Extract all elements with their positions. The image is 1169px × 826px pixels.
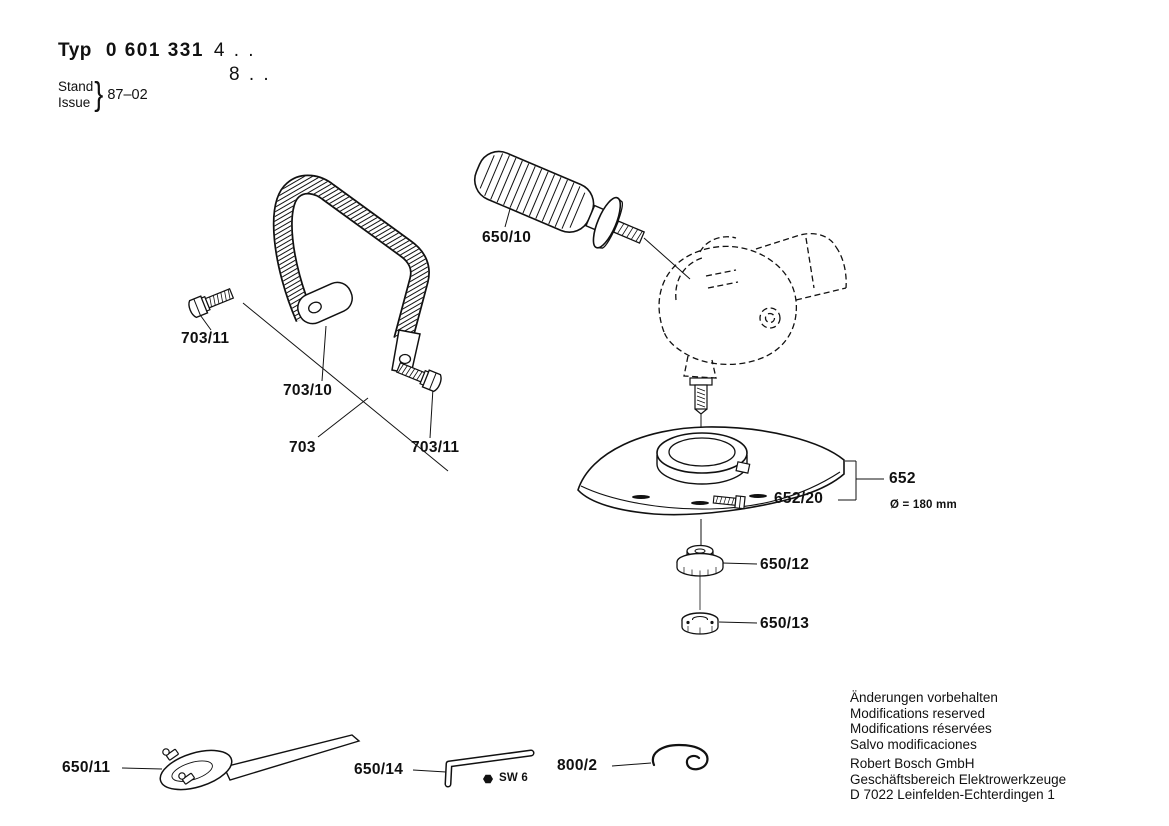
label-wire-clip: 800/2 bbox=[557, 757, 598, 774]
issue-date: 87–02 bbox=[107, 86, 148, 103]
label-hex-key: 650/14 bbox=[354, 761, 404, 778]
company-address: Robert Bosch GmbH Geschäftsbereich Elekt… bbox=[850, 756, 1066, 803]
stand-label: Stand bbox=[58, 79, 94, 94]
backing-flange-drawing bbox=[676, 544, 724, 577]
label-hex-key-size: SW 6 bbox=[499, 772, 528, 784]
hex-size-dot bbox=[483, 774, 493, 784]
notice-line: Modifications reserved bbox=[850, 705, 986, 721]
wire-clip-drawing bbox=[651, 743, 709, 771]
brace-glyph: } bbox=[94, 75, 104, 113]
handle-mounting-plate bbox=[297, 281, 353, 325]
issue-block: Stand Issue } 87–02 bbox=[58, 75, 148, 113]
label-backing-flange: 650/12 bbox=[760, 556, 810, 573]
typ-label: Typ bbox=[58, 40, 92, 61]
bolt-left-drawing bbox=[188, 288, 235, 319]
side-handle-drawing bbox=[473, 150, 646, 249]
issue-label: Issue bbox=[58, 94, 91, 110]
company-line: Robert Bosch GmbH bbox=[850, 756, 975, 771]
type-number-line1: Typ 0 601 331 4 . . bbox=[58, 40, 256, 62]
label-bolt-left: 703/11 bbox=[181, 330, 230, 347]
label-pin-spanner: 650/11 bbox=[62, 759, 111, 776]
label-handle-bracket: 703/10 bbox=[283, 382, 333, 399]
type-number: 0 601 331 bbox=[105, 40, 204, 61]
pin-spanner-drawing bbox=[159, 734, 361, 791]
notice-line: Modifications réservées bbox=[850, 721, 992, 736]
legal-notices: Änderungen vorbehalten Modifications res… bbox=[850, 690, 998, 752]
label-guard-diameter: Ø = 180 mm bbox=[890, 499, 957, 511]
guard-screw-drawing bbox=[712, 495, 746, 510]
bail-handle-drawing bbox=[272, 174, 430, 375]
clamping-nut-drawing bbox=[681, 612, 719, 635]
company-line: Geschäftsbereich Elektrowerkzeuge bbox=[850, 771, 1067, 787]
label-guard: 652 bbox=[889, 470, 916, 487]
label-handle-assembly: 703 bbox=[289, 439, 316, 456]
bolt-right-drawing bbox=[395, 362, 442, 393]
label-side-handle: 650/10 bbox=[482, 229, 532, 246]
label-guard-screw: 652/20 bbox=[774, 490, 824, 507]
grinder-head-drawing bbox=[658, 232, 847, 415]
notice-line: Salvo modificaciones bbox=[850, 736, 977, 752]
notice-line: Änderungen vorbehalten bbox=[850, 690, 998, 705]
hex-key-drawing bbox=[444, 749, 535, 788]
label-bolt-right: 703/11 bbox=[411, 439, 460, 456]
type-number-line2: 8 . . bbox=[229, 64, 271, 85]
guard-drawing bbox=[577, 426, 845, 516]
spindle-drawing bbox=[689, 377, 713, 415]
company-line: D 7022 Leinfelden-Echterdingen 1 bbox=[850, 787, 1055, 802]
type-suffix-1: 4 . . bbox=[213, 40, 256, 61]
label-clamping-nut: 650/13 bbox=[760, 615, 810, 632]
